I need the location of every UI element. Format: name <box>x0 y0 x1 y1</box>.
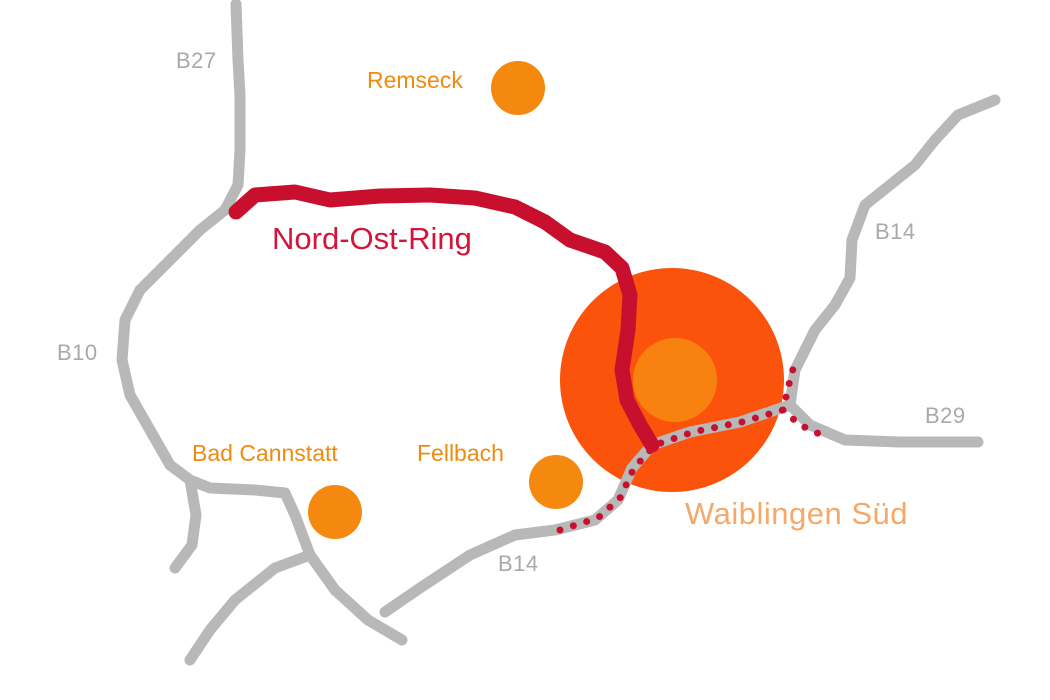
label-fellbach: Fellbach <box>417 440 504 466</box>
road-south-spur <box>184 549 316 666</box>
road-b10 <box>116 204 408 646</box>
waiblingen-sued-inner-circle <box>633 338 717 422</box>
label-waiblingen-sued: Waiblingen Süd <box>685 496 908 531</box>
road-b27 <box>219 0 246 216</box>
label-b14-east: B14 <box>875 219 916 244</box>
label-b14-south: B14 <box>498 551 539 576</box>
label-b10: B10 <box>57 340 98 365</box>
label-bad-cannstatt: Bad Cannstatt <box>192 440 338 466</box>
bad-cannstatt-dot <box>308 485 362 539</box>
label-remseck: Remseck <box>367 67 463 93</box>
fellbach-dot <box>529 455 583 509</box>
dotted-route-section <box>556 358 832 534</box>
remseck-dot <box>491 61 545 115</box>
road-b14-east <box>784 94 1001 411</box>
road-b10-west-spur <box>169 474 202 574</box>
label-b27: B27 <box>176 48 217 73</box>
label-nord-ost-ring: Nord-Ost-Ring <box>272 221 472 256</box>
road-b29 <box>784 399 984 448</box>
nord-ost-ring-route <box>228 184 660 453</box>
label-b29: B29 <box>925 403 966 428</box>
